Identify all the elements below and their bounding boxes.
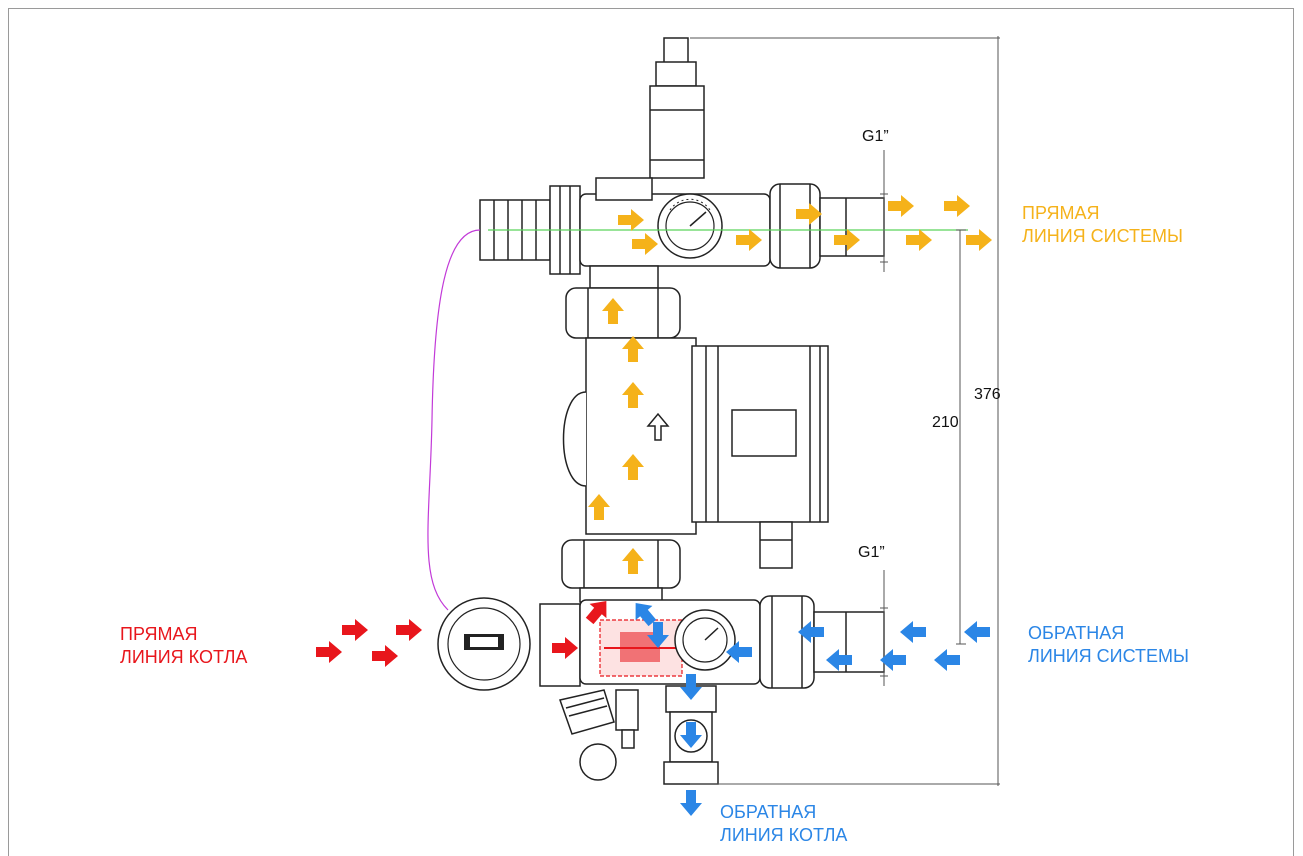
supply-boiler-line2: ЛИНИЯ КОТЛА — [120, 647, 248, 667]
capillary-tube — [427, 229, 481, 611]
drawing-frame — [8, 8, 1294, 856]
mixing-valve-cutaway — [599, 619, 683, 677]
bypass-handle — [559, 689, 639, 781]
thread-bottom-label: G1” — [858, 544, 885, 561]
axis-distance-label: 210 — [932, 414, 959, 431]
thermostatic-head — [437, 597, 531, 691]
supply-system-line2: ЛИНИЯ СИСТЕМЫ — [1022, 226, 1183, 246]
pump-flow-direction-icon — [646, 412, 670, 441]
return-boiler-label: ОБРАТНАЯ ЛИНИЯ КОТЛА — [720, 801, 847, 847]
supply-boiler-label: ПРЯМАЯ ЛИНИЯ КОТЛА — [120, 623, 247, 669]
circulation-pump — [562, 337, 829, 569]
supply-boiler-line1: ПРЯМАЯ — [120, 624, 198, 644]
dimension-lines — [690, 36, 1000, 786]
return-boiler-line1: ОБРАТНАЯ — [720, 802, 817, 822]
upper-union — [565, 265, 681, 339]
bottom-thermometer — [674, 609, 736, 671]
total-height-label: 376 — [974, 386, 1001, 403]
return-system-line1: ОБРАТНАЯ — [1028, 623, 1125, 643]
return-system-label: ОБРАТНАЯ ЛИНИЯ СИСТЕМЫ — [1028, 622, 1189, 668]
supply-system-line1: ПРЯМАЯ — [1022, 203, 1100, 223]
top-thermometer — [657, 193, 723, 259]
return-system-line2: ЛИНИЯ СИСТЕМЫ — [1028, 646, 1189, 666]
lower-union — [561, 539, 681, 603]
return-boiler-line2: ЛИНИЯ КОТЛА — [720, 825, 848, 845]
supply-system-label: ПРЯМАЯ ЛИНИЯ СИСТЕМЫ — [1022, 202, 1183, 248]
air-vent — [649, 37, 705, 179]
thread-top-label: G1” — [862, 128, 889, 145]
